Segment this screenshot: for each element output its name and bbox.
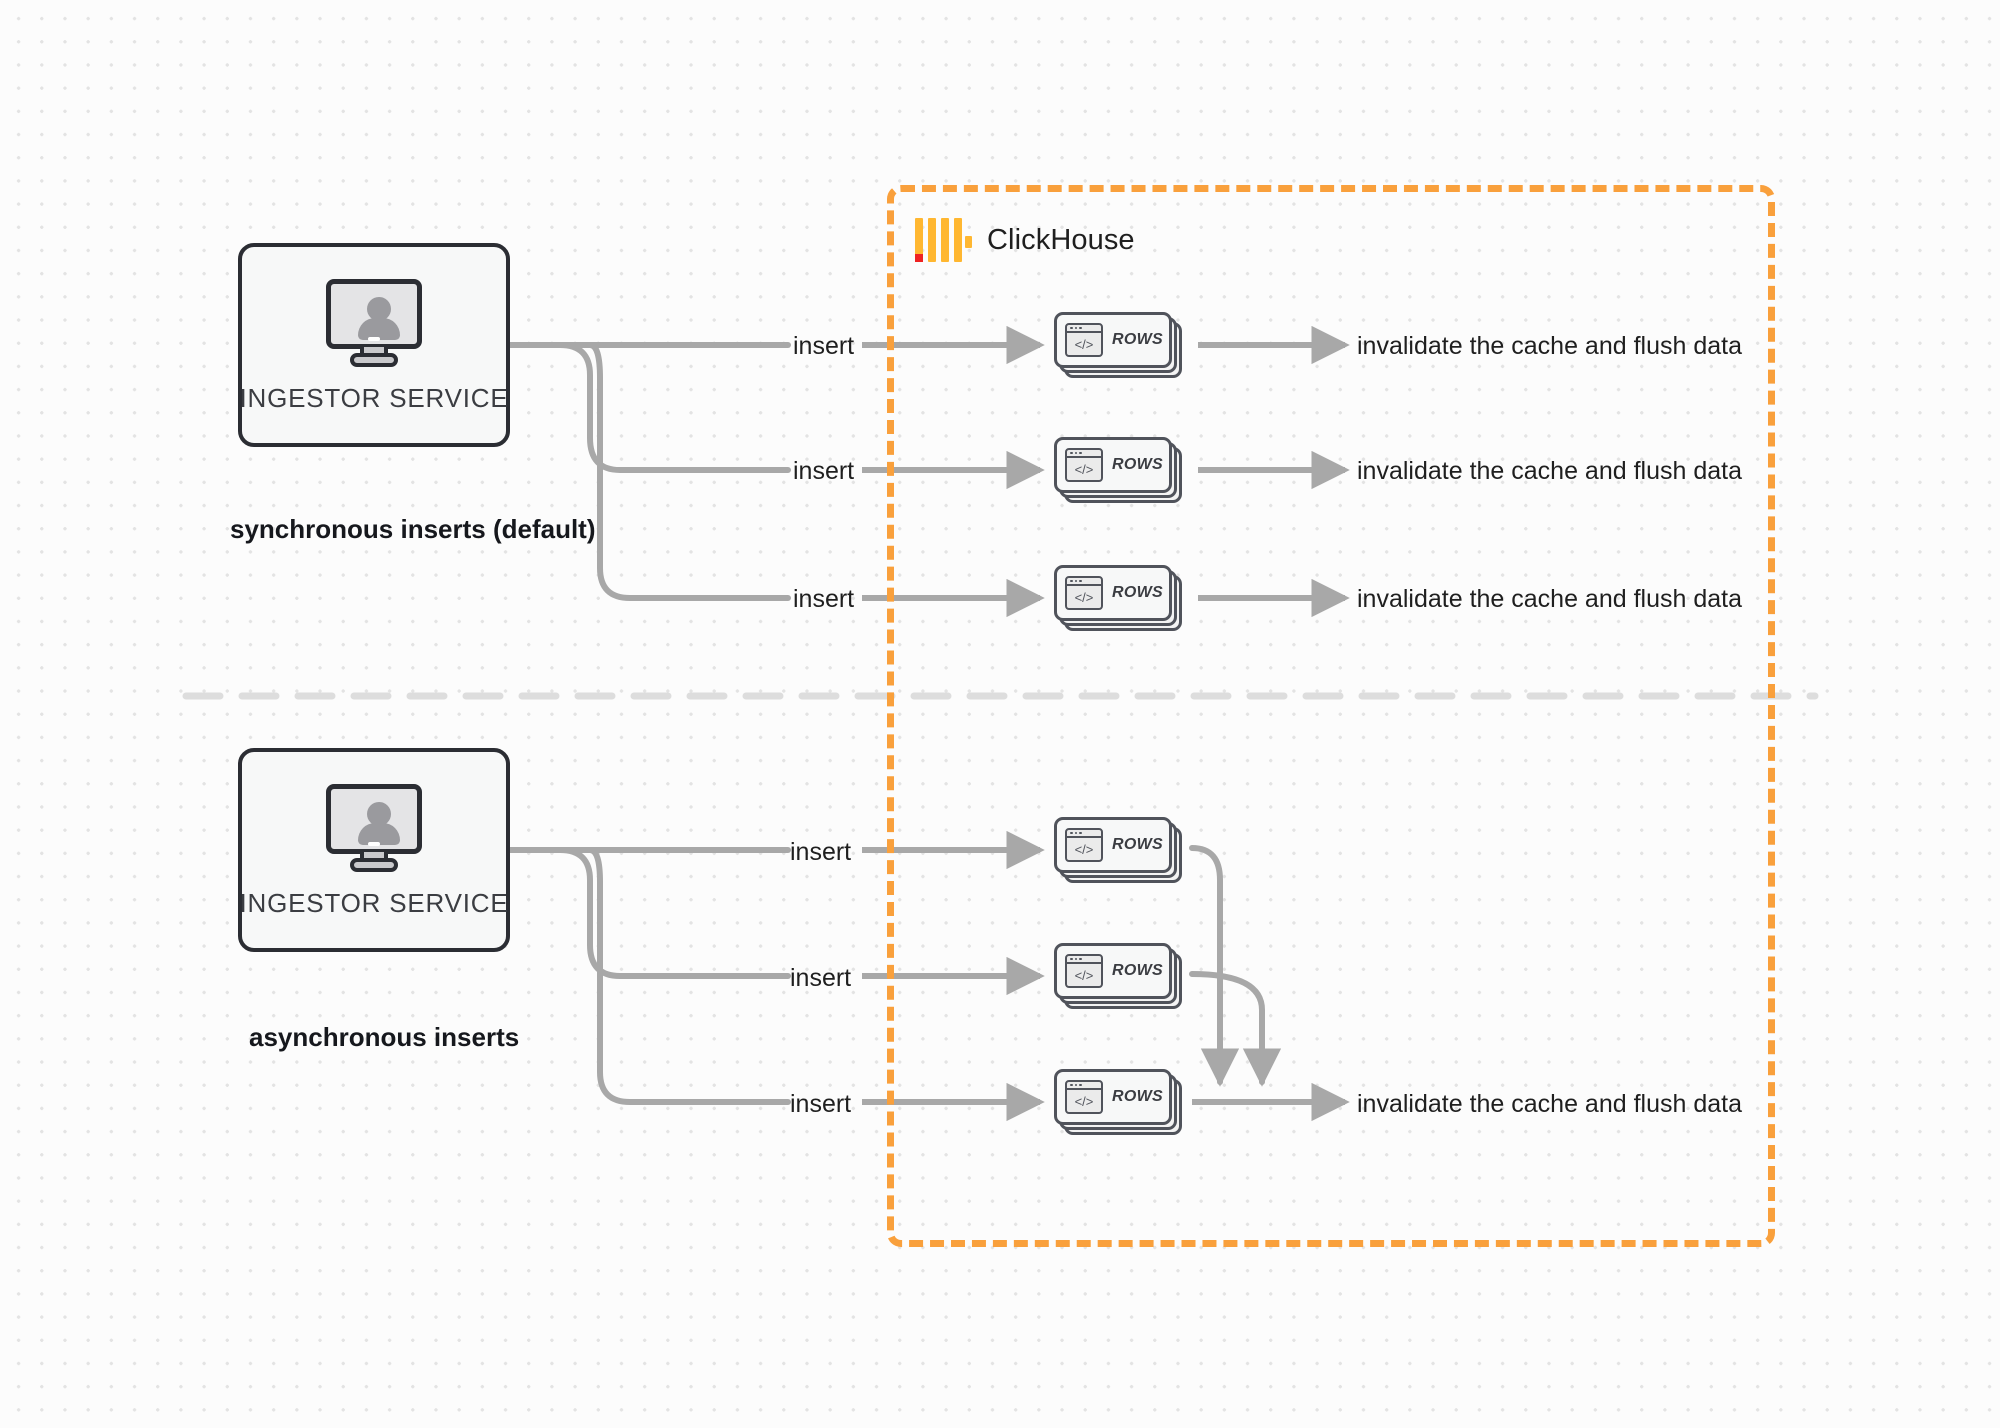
monitor-user-icon [326,279,422,367]
rows-label-sync-3: ROWS [1112,584,1163,601]
code-window-icon: </> [1065,954,1103,988]
ingestor-service-async[interactable]: INGESTOR SERVICE [238,748,510,952]
insert-label-async-3: insert [790,1090,852,1118]
rows-card-async-3[interactable]: </> ROWS [1054,1069,1182,1135]
outcome-label-async-merged: invalidate the cache and flush data [1357,1090,1742,1118]
rows-card-async-2[interactable]: </> ROWS [1054,943,1182,1009]
code-window-icon: </> [1065,1080,1103,1114]
wire-sync-branch-3 [587,342,791,601]
ingestor-service-label-sync: INGESTOR SERVICE [239,383,509,413]
code-glyph: </> [1074,589,1094,605]
rows-label-async-2: ROWS [1112,962,1163,979]
wire-async-branch-2 [557,847,791,979]
wire-sync-branch-2 [557,342,791,473]
monitor-user-icon [326,784,422,872]
code-glyph: </> [1074,841,1094,857]
clickhouse-header: ClickHouse [915,218,1135,262]
insert-label-async-2: insert [790,964,852,992]
rows-label-sync-2: ROWS [1112,456,1163,473]
wire-async-branch-3 [587,847,791,1105]
code-window-icon: </> [1065,576,1103,610]
code-glyph: </> [1074,461,1094,477]
code-glyph: </> [1074,1093,1094,1109]
code-window-icon: </> [1065,828,1103,862]
outcome-label-sync-3: invalidate the cache and flush data [1357,585,1742,613]
code-glyph: </> [1074,336,1094,352]
rows-label-async-3: ROWS [1112,1088,1163,1105]
ingestor-service-label-async: INGESTOR SERVICE [239,888,509,918]
clickhouse-title: ClickHouse [987,223,1135,256]
insert-label-sync-2: insert [793,457,855,485]
insert-label-async-1: insert [790,838,852,866]
outcome-label-sync-2: invalidate the cache and flush data [1357,457,1742,485]
ingestor-service-sync[interactable]: INGESTOR SERVICE [238,243,510,447]
code-window-icon: </> [1065,448,1103,482]
outcome-label-sync-1: invalidate the cache and flush data [1357,332,1742,360]
rows-card-sync-2[interactable]: </> ROWS [1054,437,1182,503]
rows-card-sync-1[interactable]: </> ROWS [1054,312,1182,378]
rows-label-async-1: ROWS [1112,836,1163,853]
rows-label-sync-1: ROWS [1112,331,1163,348]
code-glyph: </> [1074,967,1094,983]
code-window-icon: </> [1065,323,1103,357]
clickhouse-container [887,185,1775,1247]
insert-label-sync-3: insert [793,585,855,613]
clickhouse-logo-icon [915,218,972,262]
rows-card-async-1[interactable]: </> ROWS [1054,817,1182,883]
section-caption-synchronous: synchronous inserts (default) [230,514,596,544]
section-caption-asynchronous: asynchronous inserts [249,1022,520,1052]
rows-card-sync-3[interactable]: </> ROWS [1054,565,1182,631]
insert-label-sync-1: insert [793,332,855,360]
